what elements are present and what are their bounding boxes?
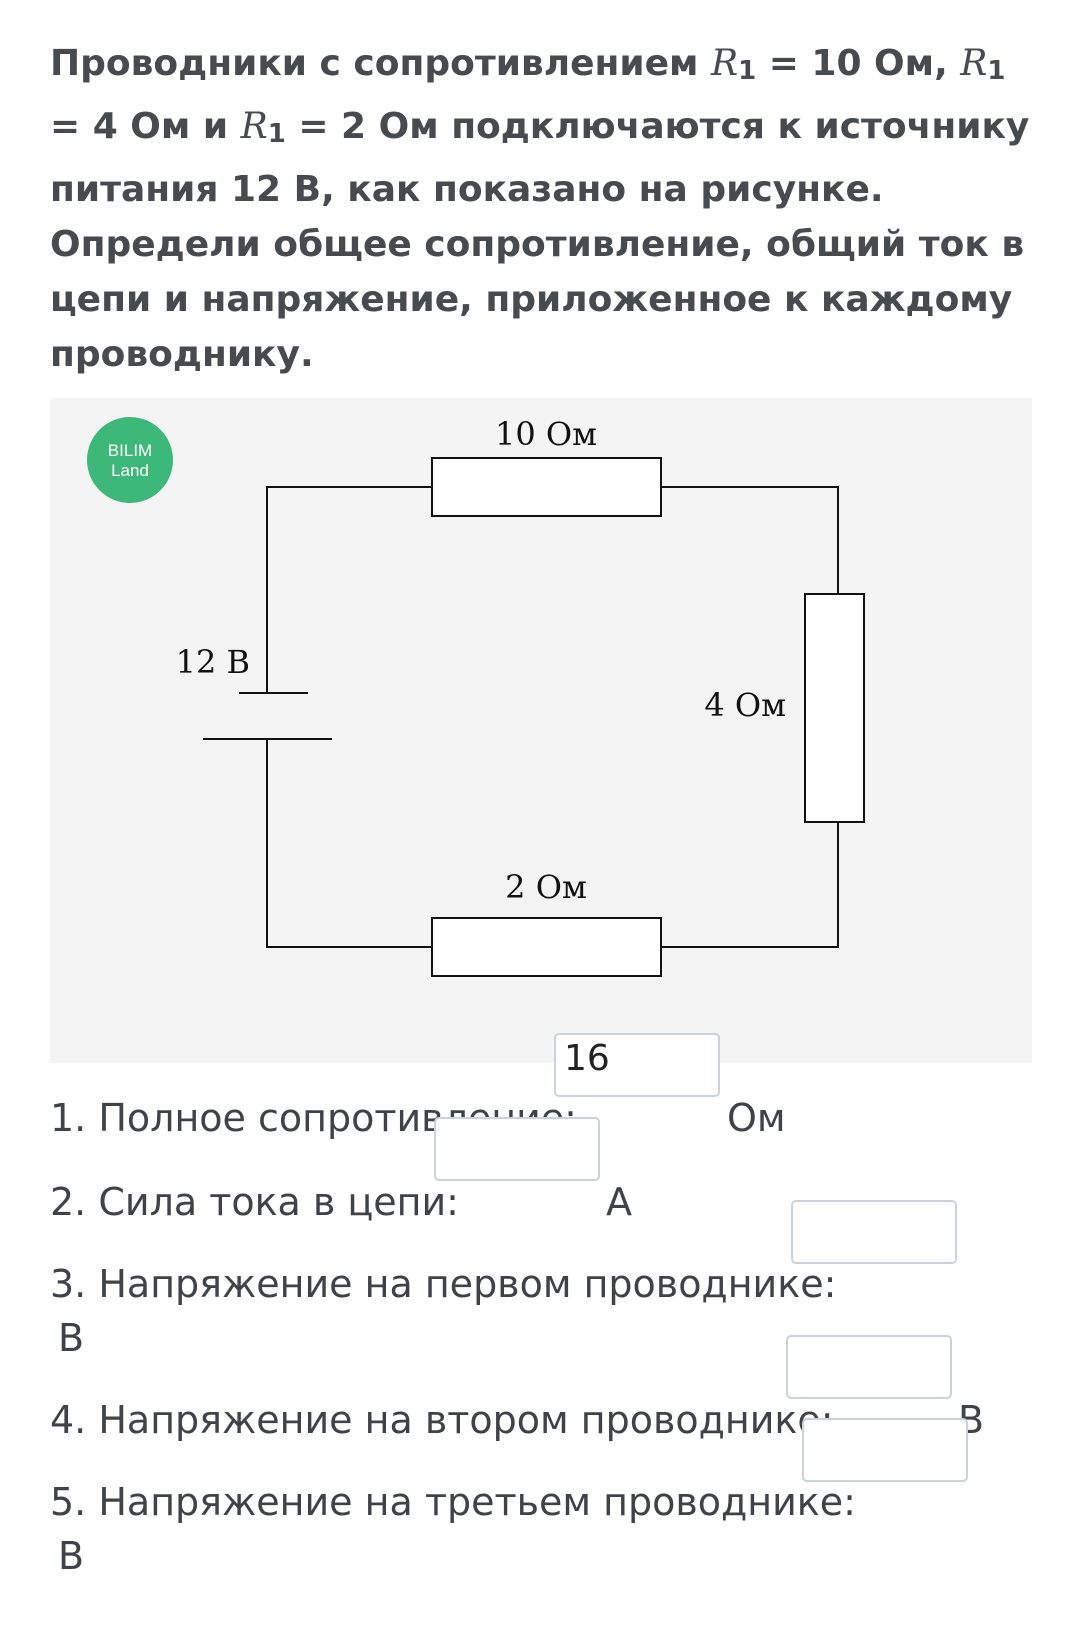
r2-subscript: 1 xyxy=(987,56,1006,86)
item-1-unit: Ом xyxy=(727,1096,786,1140)
item-4-label: 4. Напряжение на втором проводнике: xyxy=(50,1398,834,1442)
label-battery: 12 В xyxy=(176,643,250,681)
resistor-top xyxy=(431,457,662,517)
current-input[interactable] xyxy=(434,1117,600,1181)
label-right-resistor: 4 Ом xyxy=(704,686,786,724)
voltage-second-conductor-input[interactable] xyxy=(786,1335,952,1399)
question-part-4: = 2 Ом подключаются к источнику питания … xyxy=(50,106,1030,375)
wire-top-right xyxy=(661,486,839,594)
wire-right-bottom xyxy=(661,822,839,948)
logo-text-line1: BILIM xyxy=(108,441,152,460)
item-5-label: 5. Напряжение на третьем проводнике: xyxy=(50,1480,856,1524)
wire-left-top xyxy=(266,486,432,693)
question-part-3: = 4 Ом и xyxy=(50,106,241,147)
bilimland-logo: BILIM Land xyxy=(87,417,173,503)
r2-symbol: R xyxy=(960,43,988,84)
r2-variable: R1 xyxy=(960,43,1006,86)
battery-symbol xyxy=(203,692,332,740)
resistor-bottom xyxy=(431,917,662,977)
logo-circle xyxy=(87,417,173,503)
item-3-unit: В xyxy=(58,1316,85,1360)
question-text: Проводники с сопротивлением R1 = 10 Ом, … xyxy=(50,36,1040,382)
r3-subscript: 1 xyxy=(267,119,286,149)
r3-symbol: R xyxy=(240,106,268,147)
question-part-2: = 10 Ом, xyxy=(756,43,961,84)
total-resistance-input[interactable] xyxy=(554,1033,720,1097)
label-bottom-resistor: 2 Ом xyxy=(505,868,587,906)
r1-subscript: 1 xyxy=(738,56,757,86)
resistor-right xyxy=(804,593,865,823)
logo-text-line2: Land xyxy=(111,461,149,480)
voltage-third-conductor-input[interactable] xyxy=(802,1418,968,1482)
item-2-label: 2. Сила тока в цепи: xyxy=(50,1180,459,1224)
circuit-wires xyxy=(266,486,839,948)
wire-bottom-left xyxy=(266,739,432,948)
voltage-first-conductor-input[interactable] xyxy=(791,1200,957,1264)
circuit-figure: BILIM Land 10 Ом 4 Ом 2 Ом 12 В xyxy=(50,398,1032,1063)
item-5-unit: В xyxy=(58,1534,85,1578)
r1-variable: R1 xyxy=(710,43,757,86)
item-2-unit: А xyxy=(606,1180,632,1224)
r3-variable: R1 xyxy=(240,106,286,149)
r1-symbol: R xyxy=(710,43,739,84)
label-top-resistor: 10 Ом xyxy=(495,415,597,453)
question-part-1: Проводники с сопротивлением xyxy=(50,43,711,84)
circuit-diagram: BILIM Land 10 Ом 4 Ом 2 Ом 12 В xyxy=(87,415,865,977)
item-3-label: 3. Напряжение на первом проводнике: xyxy=(50,1262,837,1306)
